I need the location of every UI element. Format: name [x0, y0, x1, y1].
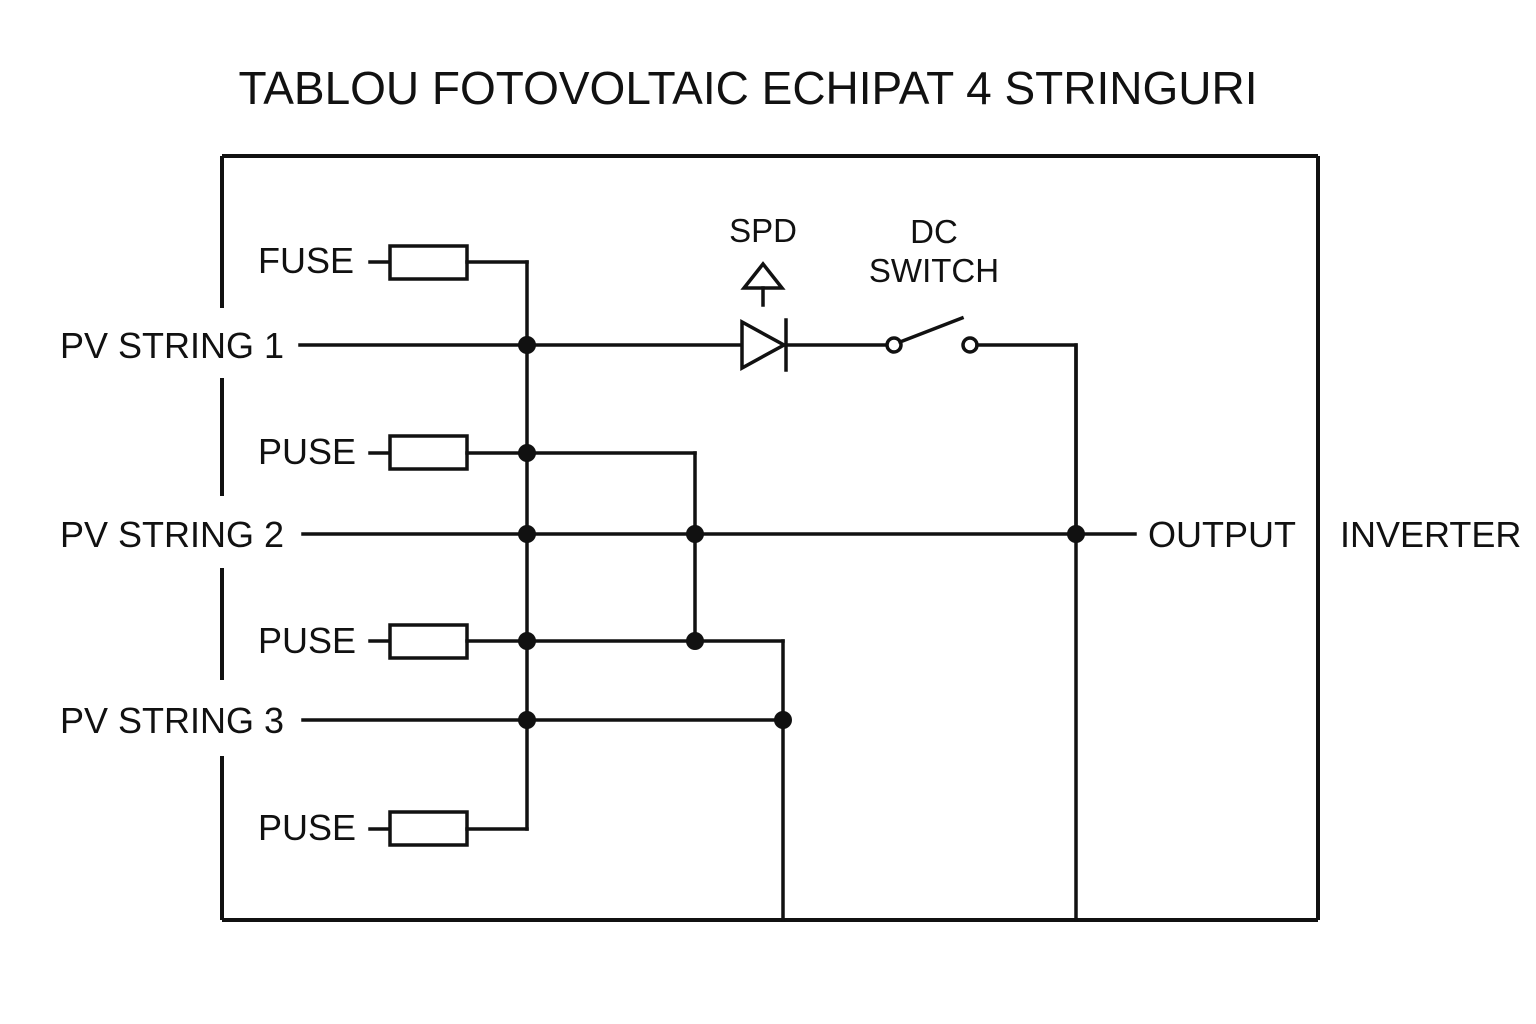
dc-switch-label-line2: SWITCH: [869, 252, 999, 289]
fuse-2: PUSE: [258, 431, 697, 472]
inverter-label: INVERTER: [1340, 514, 1521, 555]
fuse-3-label: PUSE: [258, 620, 356, 661]
fuse-1-label: FUSE: [258, 240, 354, 281]
enclosure-frame: [220, 154, 1320, 922]
pv-string-3-label: PV STRING 3: [60, 700, 284, 741]
fuse-2-label: PUSE: [258, 431, 356, 472]
diagram-title: TABLOU FOTOVOLTAIC ECHIPAT 4 STRINGURI: [239, 62, 1258, 114]
output-label: OUTPUT: [1148, 514, 1296, 555]
fuse-1: FUSE: [258, 240, 529, 281]
junction-dots: [518, 336, 1085, 729]
spd-arrow-icon: [740, 261, 786, 307]
fuse-4: PUSE: [258, 807, 529, 848]
pv-string-1-label: PV STRING 1: [60, 325, 284, 366]
spd-label: SPD: [729, 212, 797, 249]
dc-switch-label-line1: DC: [910, 213, 958, 250]
fuse-4-label: PUSE: [258, 807, 356, 848]
fuse-3: PUSE: [258, 620, 785, 661]
dc-switch-icon: [885, 315, 979, 354]
diode-icon: [740, 318, 788, 372]
pv-string-2-label: PV STRING 2: [60, 514, 284, 555]
switch-to-output-wire: [975, 343, 1078, 536]
